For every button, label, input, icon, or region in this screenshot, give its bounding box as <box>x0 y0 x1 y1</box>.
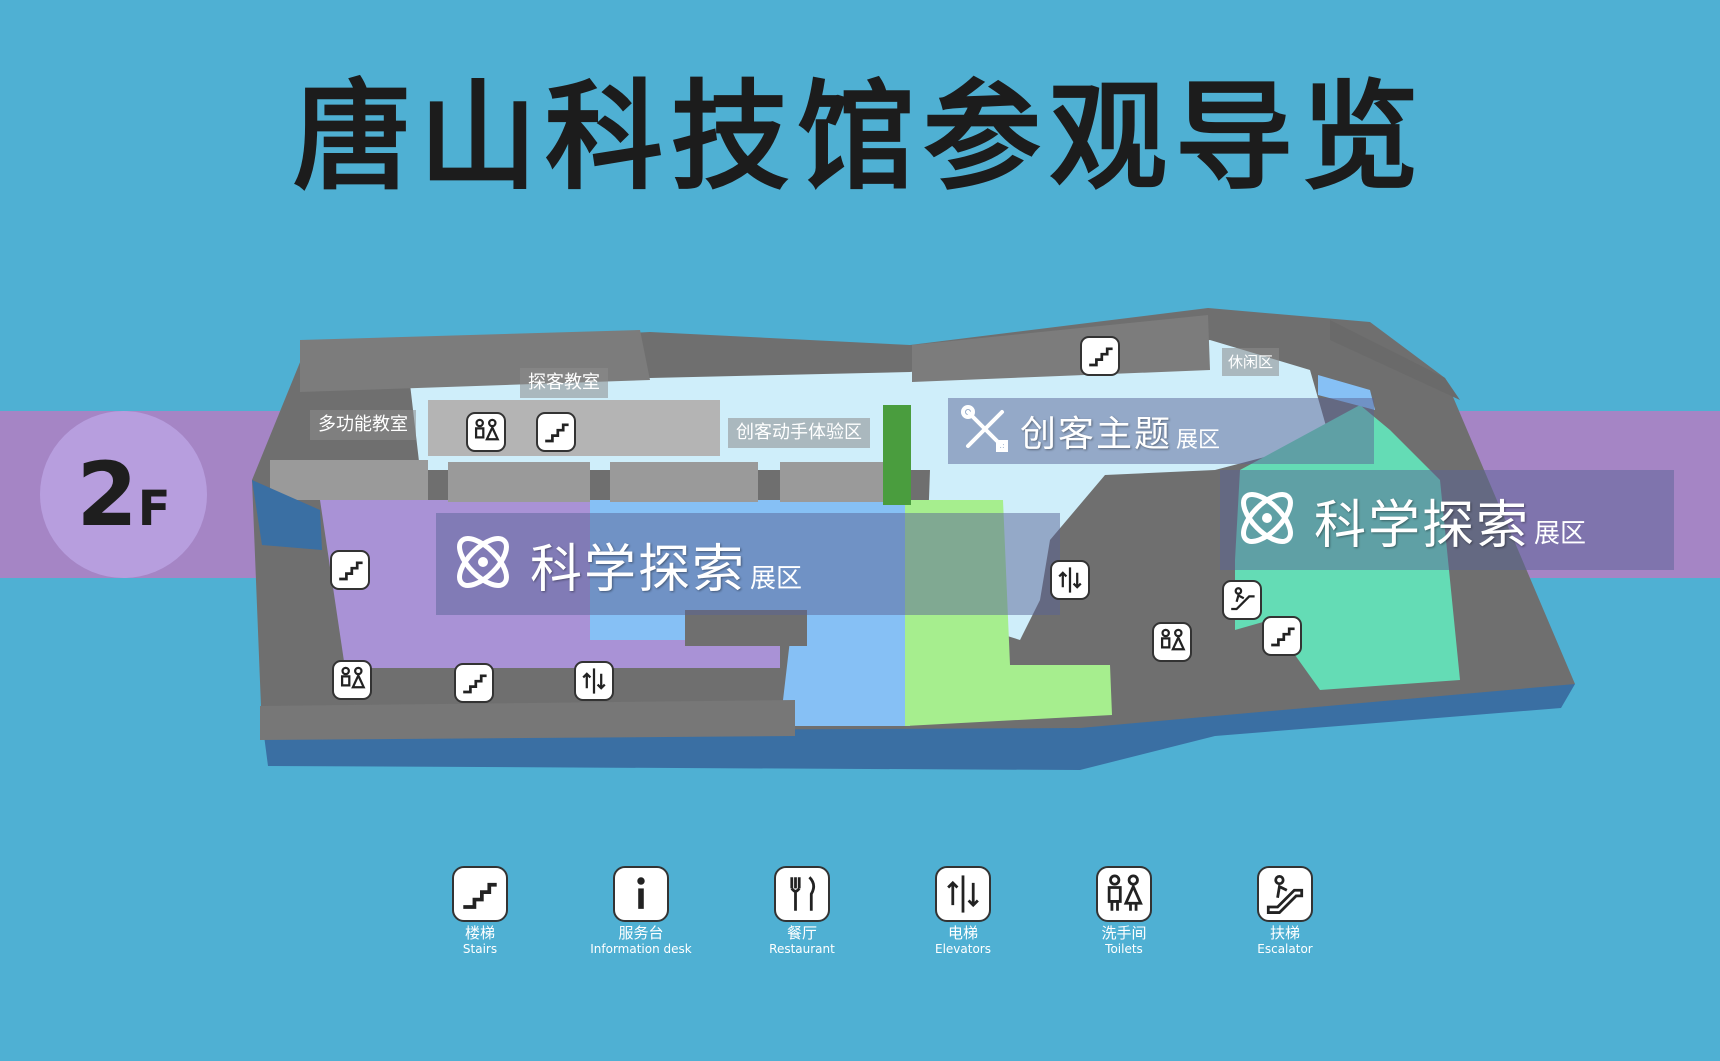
page-title: 唐山科技馆参观导览 <box>292 68 1427 206</box>
elevator-icon[interactable] <box>1050 560 1090 600</box>
stairs-icon[interactable] <box>330 550 370 590</box>
water-edge <box>252 480 322 550</box>
toilet-icon[interactable] <box>1152 622 1192 662</box>
info-icon <box>613 866 669 922</box>
green-panel <box>883 405 911 505</box>
zone-label-maker: 创客主题 展区 <box>948 398 1374 464</box>
room-label-explorer-classroom: 探客教室 <box>520 368 608 398</box>
legend-item-information-desk: 服务台 Information desk <box>576 866 706 956</box>
elevator-icon <box>935 866 991 922</box>
stairs-icon[interactable] <box>454 663 494 703</box>
stairs-icon[interactable] <box>1080 336 1120 376</box>
room-label-maker-experience: 创客动手体验区 <box>728 418 870 448</box>
legend-item-toilets: 洗手间 Toilets <box>1059 866 1189 956</box>
floor-label: 2F <box>76 443 171 546</box>
atom-icon <box>448 527 518 601</box>
escalator-icon <box>1257 866 1313 922</box>
wall-block <box>912 315 1210 382</box>
room-label-multifunction-classroom: 多功能教室 <box>310 410 416 440</box>
restaurant-icon <box>774 866 830 922</box>
wall-block <box>1330 320 1460 400</box>
wall-block <box>260 700 795 740</box>
wall-block <box>685 610 807 646</box>
elevator-icon[interactable] <box>574 661 614 701</box>
tools-icon <box>960 404 1010 458</box>
wall-block <box>448 462 590 502</box>
legend-item-restaurant: 餐厅 Restaurant <box>737 866 867 956</box>
toilet-icon <box>1096 866 1152 922</box>
wall-block <box>780 462 898 502</box>
stairs-icon <box>452 866 508 922</box>
zone-label-science-left: 科学探索 展区 <box>436 513 1060 615</box>
toilet-icon[interactable] <box>466 412 506 452</box>
zone-label-science-right: 科学探索 展区 <box>1220 470 1674 570</box>
legend-item-escalator: 扶梯 Escalator <box>1220 866 1350 956</box>
toilet-icon[interactable] <box>332 660 372 700</box>
stairs-icon[interactable] <box>536 412 576 452</box>
stairs-icon[interactable] <box>1262 616 1302 656</box>
legend-item-stairs: 楼梯 Stairs <box>415 866 545 956</box>
escalator-icon[interactable] <box>1222 580 1262 620</box>
wall-block <box>610 462 758 502</box>
atom-icon <box>1232 483 1302 557</box>
floor-indicator <box>40 411 207 578</box>
room-label-lounge: 休闲区 <box>1222 348 1280 376</box>
wall-block <box>270 460 428 500</box>
legend-item-elevators: 电梯 Elevators <box>898 866 1028 956</box>
